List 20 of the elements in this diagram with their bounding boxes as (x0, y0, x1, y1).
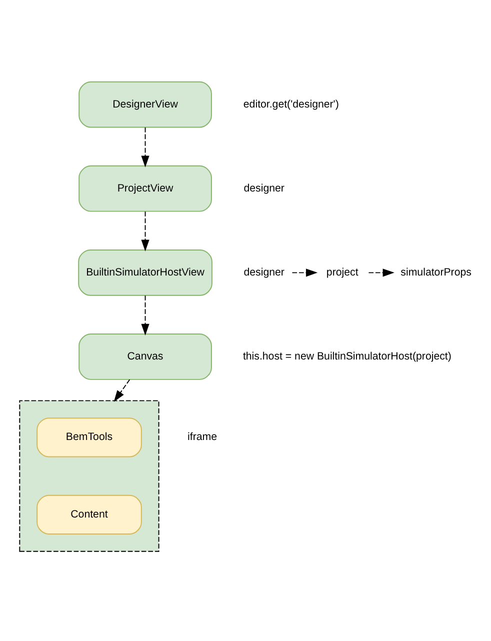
arrow (141, 127, 150, 168)
node-text: simulatorProps (400, 266, 472, 278)
node-box: ProjectView (78, 165, 212, 212)
node-box: Canvas (78, 334, 212, 380)
node-text: designer (244, 266, 284, 278)
label: iframe (188, 431, 218, 444)
arrow (141, 211, 150, 252)
arrow (114, 379, 130, 402)
node-box: Content (36, 494, 142, 534)
arrow (368, 268, 394, 277)
label: this.host = new BuiltinSimulatorHost(project) (242, 350, 452, 362)
node-box: BuiltinSimulatorHostView (78, 249, 212, 296)
node-box: BemTools (36, 418, 142, 458)
node-box: DesignerView (78, 81, 212, 128)
node-text: project (326, 266, 358, 278)
arrow (141, 295, 150, 336)
arrow (292, 268, 318, 277)
label: editor.get('designer') (243, 98, 339, 110)
cluster (19, 400, 160, 552)
label: designer (244, 182, 284, 194)
